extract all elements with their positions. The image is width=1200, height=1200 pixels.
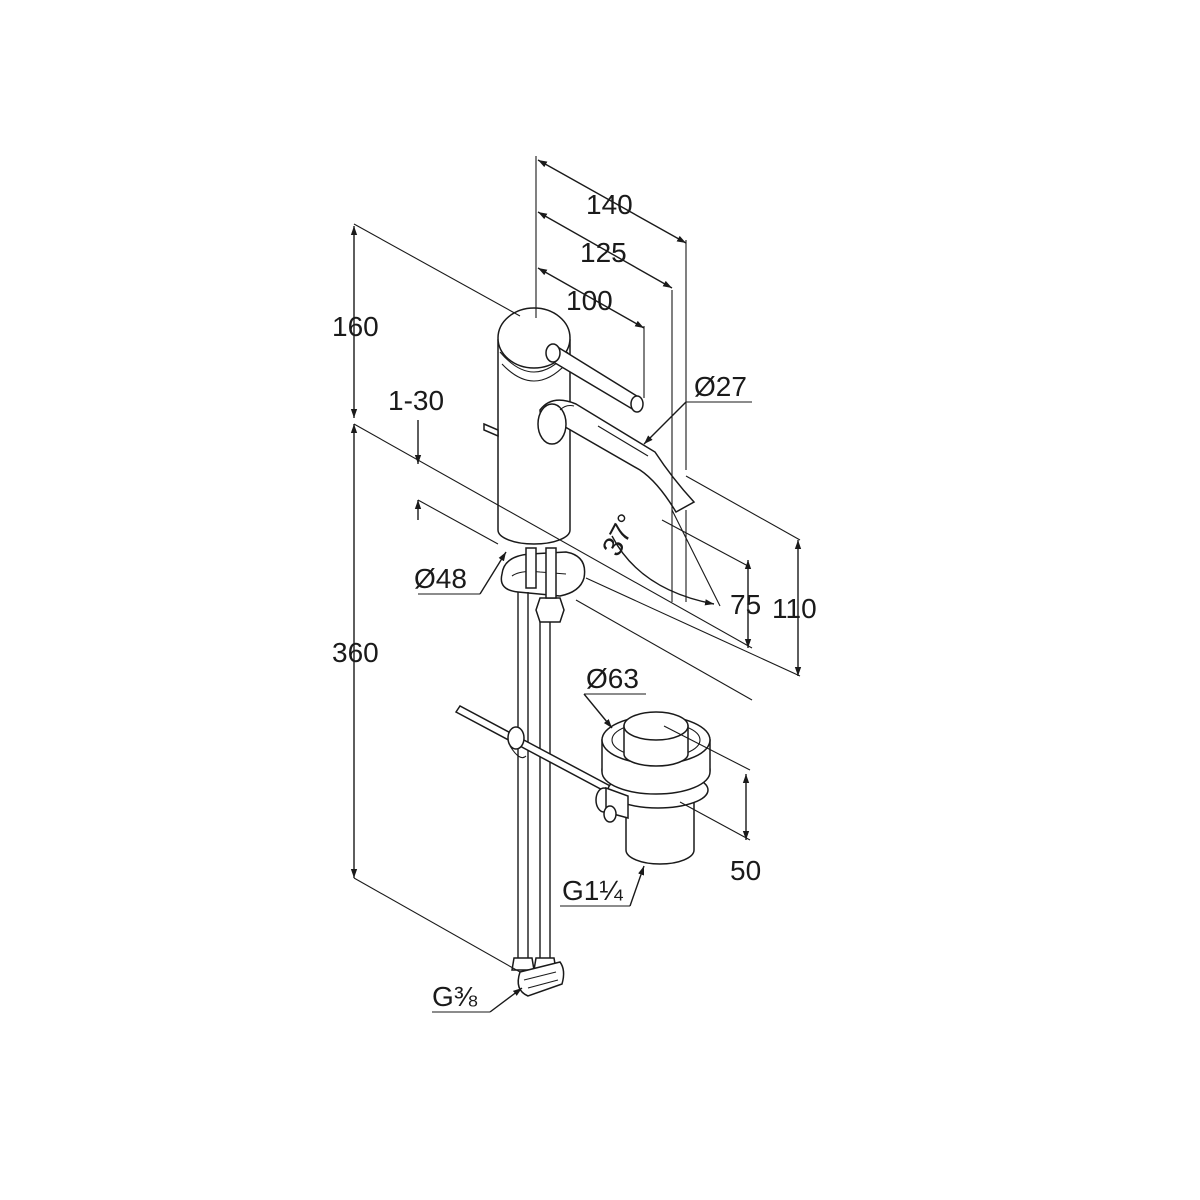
- dim-160: 160: [332, 311, 379, 342]
- dimension-lines: [350, 156, 802, 1013]
- waste-valve: [595, 711, 711, 865]
- dim-1-30: 1-30: [388, 385, 444, 416]
- lever-handle: [545, 343, 644, 413]
- dim-75: 75: [730, 589, 761, 620]
- pop-up-rod: [454, 705, 616, 795]
- dim-diameter-63: Ø63: [586, 663, 639, 694]
- faucet-body: [483, 307, 696, 545]
- dim-110: 110: [772, 593, 817, 624]
- dimension-labels: 140 125 100 160 1-30 Ø27 37° Ø48 75 110 …: [332, 189, 817, 1012]
- mounting-hardware: [500, 547, 586, 997]
- dim-50: 50: [730, 855, 761, 886]
- dim-125: 125: [580, 237, 627, 268]
- dim-diameter-48: Ø48: [414, 563, 467, 594]
- dim-diameter-27: Ø27: [694, 371, 747, 402]
- hose-connectors: [511, 957, 565, 997]
- dim-angle-37: 37°: [596, 509, 643, 561]
- thread-g1-1-4: G1¼: [562, 875, 623, 906]
- spout: [537, 399, 696, 514]
- dim-360: 360: [332, 637, 379, 668]
- thread-g3-8: G⅜: [432, 981, 478, 1012]
- dim-140: 140: [586, 189, 633, 220]
- dim-100: 100: [566, 285, 613, 316]
